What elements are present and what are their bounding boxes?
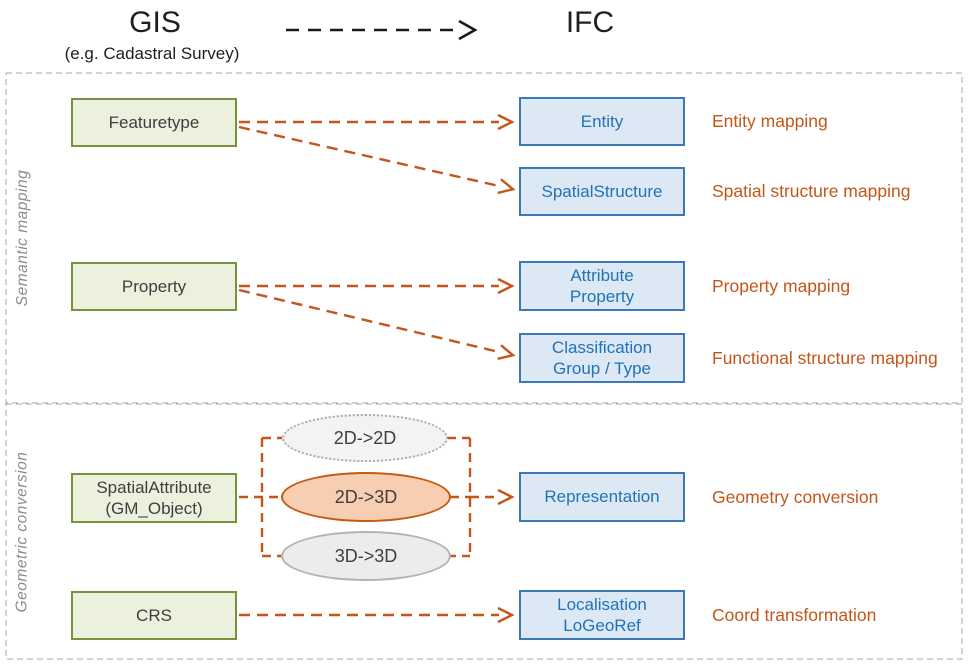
crs-box: CRS: [71, 591, 237, 640]
gis-subtitle: (e.g. Cadastral Survey): [64, 44, 240, 63]
arrow-conversions-representation: [447, 436, 515, 558]
functional-structure-mapping-label: Functional structure mapping: [712, 347, 938, 368]
entity-mapping-label: Entity mapping: [712, 111, 828, 131]
conversion-2d-2d-ellipse: 2D->2D: [282, 414, 448, 462]
conversion-2d-3d-ellipse: 2D->3D: [281, 472, 451, 522]
classification-group-type-box: Classification Group / Type: [519, 333, 685, 383]
section-semantic-border: [5, 72, 963, 404]
ifc-title: IFC: [565, 6, 615, 39]
entity-box: Entity: [519, 97, 685, 146]
arrow-featuretype-spatialstructure: [238, 125, 516, 195]
representation-box: Representation: [519, 472, 685, 522]
section-label-semantic-mapping: Semantic mapping: [14, 169, 31, 307]
spatialstructure-box: SpatialStructure: [519, 167, 685, 216]
property-mapping-label: Property mapping: [712, 275, 851, 296]
attribute-property-box: Attribute Property: [519, 261, 685, 311]
section-geometric-border: [5, 403, 963, 660]
spatial-structure-mapping-label: Spatial structure mapping: [712, 181, 911, 201]
conversion-3d-3d-ellipse: 3D->3D: [281, 531, 451, 581]
arrow-spatialattribute-conversions: [239, 436, 284, 558]
section-label-geometric-conversion: Geometric conversion: [13, 451, 31, 613]
localisation-logeoref-box: Localisation LoGeoRef: [519, 590, 685, 640]
arrow-featuretype-entity: [239, 113, 515, 131]
arrow-property-classification: [238, 288, 516, 360]
featuretype-box: Featuretype: [71, 98, 237, 147]
mapping-arrows: [238, 113, 516, 624]
coord-transformation-label: Coord transformation: [712, 604, 877, 625]
gis-title: GIS: [129, 6, 181, 39]
property-box: Property: [71, 262, 237, 311]
spatialattribute-box: SpatialAttribute (GM_Object): [71, 473, 237, 523]
gis-to-ifc-arrow: [286, 19, 478, 41]
geometry-conversion-label: Geometry conversion: [712, 486, 879, 507]
arrow-property-attribute: [239, 277, 515, 295]
arrow-crs-localisation: [239, 606, 515, 624]
